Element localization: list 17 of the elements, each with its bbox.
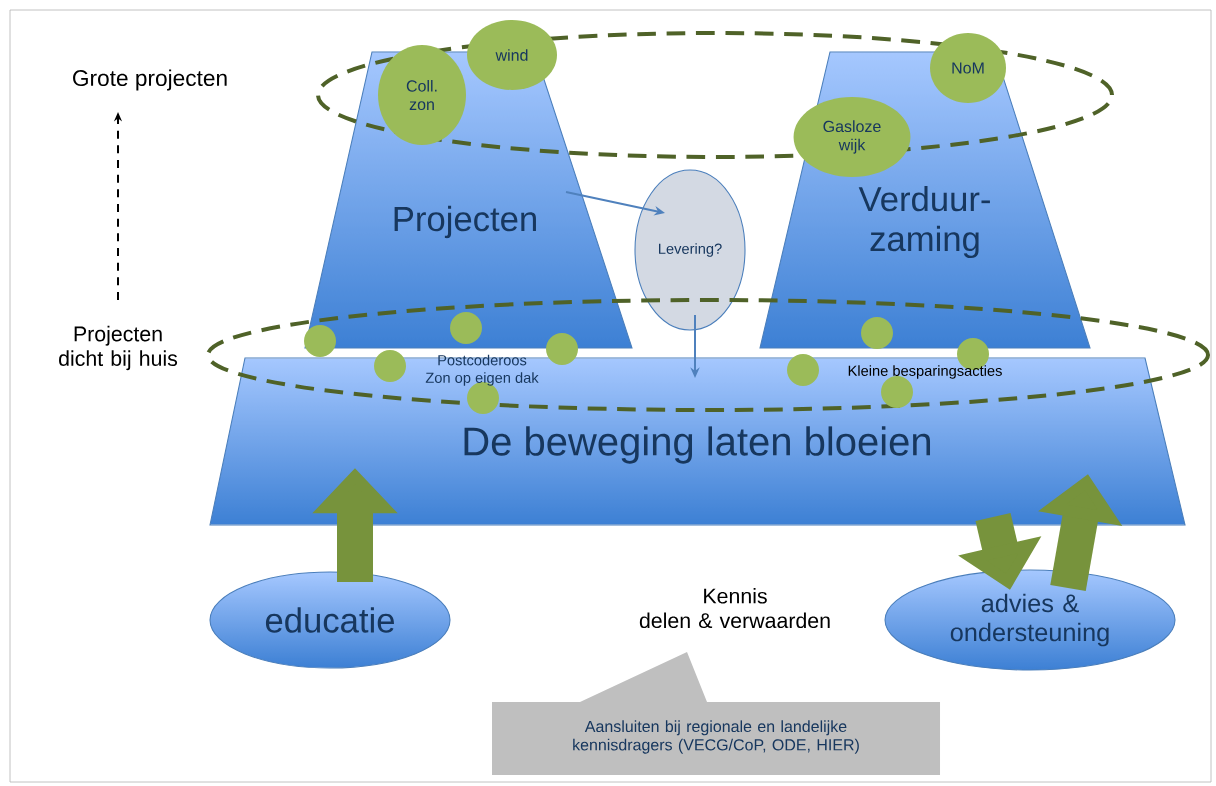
callout-box: Aansluiten bij regionale en landelijke kennisdragers (VECG/CoP, ODE, HIER) xyxy=(492,652,940,775)
dot xyxy=(304,325,336,357)
note-text: Postcoderoos xyxy=(438,354,527,366)
note-text: Kleine besparingsacties xyxy=(848,365,1002,379)
dot xyxy=(787,354,819,386)
dot xyxy=(374,350,406,382)
project-bubble: Coll. zon xyxy=(378,45,466,145)
caption-text: Kennis delen & verwaarden xyxy=(639,587,830,629)
dot xyxy=(546,333,578,365)
project-bubble: wind xyxy=(467,20,557,90)
dot xyxy=(861,317,893,349)
side-label: Grote projecten xyxy=(73,69,227,91)
node-text: Projecten xyxy=(394,205,536,239)
side-label: Projecten dicht bij huis xyxy=(59,325,178,371)
dot xyxy=(450,312,482,344)
project-bubble: NoM xyxy=(930,33,1006,103)
note-text: Zon op eigen dak xyxy=(425,372,539,386)
